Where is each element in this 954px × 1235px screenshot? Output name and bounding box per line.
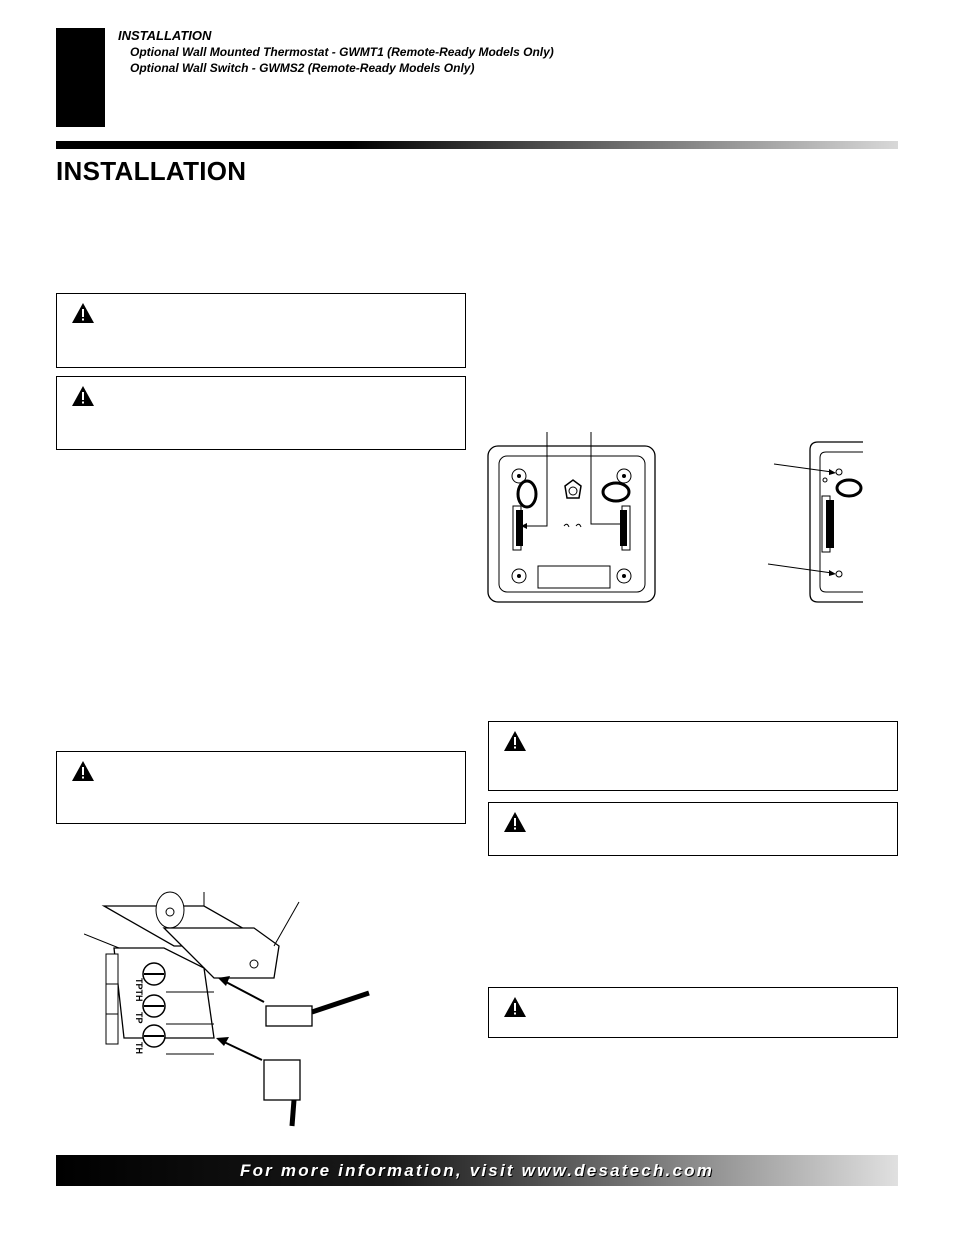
section-tab-block <box>56 28 105 127</box>
warning-box-5 <box>488 802 898 856</box>
page-title: INSTALLATION <box>56 156 247 186</box>
footer-banner: For more information, visit www.desatech… <box>56 1155 898 1186</box>
footer-text: For more information, visit www.desatech… <box>239 1160 715 1180</box>
warning-triangle-icon <box>72 761 94 781</box>
header-subsection-thermostat: Optional Wall Mounted Thermostat - GWMT1… <box>130 45 554 59</box>
header-section-label: INSTALLATION <box>118 28 212 43</box>
warning-box-1 <box>56 293 466 368</box>
warning-triangle-icon <box>504 731 526 751</box>
wall-plate-side-figure <box>767 441 863 603</box>
warning-triangle-icon <box>504 997 526 1017</box>
warning-box-3 <box>56 751 466 824</box>
warning-box-2 <box>56 376 466 450</box>
warning-triangle-icon <box>72 303 94 323</box>
header-rule <box>56 141 898 149</box>
warning-triangle-icon <box>72 386 94 406</box>
terminal-label-tp: TP <box>134 1012 144 1024</box>
terminal-label-th: TH <box>134 1042 144 1054</box>
warning-triangle-icon <box>504 812 526 832</box>
valve-terminal-figure: TPTH TP TH <box>84 891 370 1127</box>
wall-plate-figure <box>487 432 656 603</box>
warning-box-6 <box>488 987 898 1038</box>
warning-box-4 <box>488 721 898 791</box>
header-subsection-wall-switch: Optional Wall Switch - GWMS2 (Remote-Rea… <box>130 61 475 75</box>
terminal-label-tpth: TPTH <box>134 978 144 1002</box>
